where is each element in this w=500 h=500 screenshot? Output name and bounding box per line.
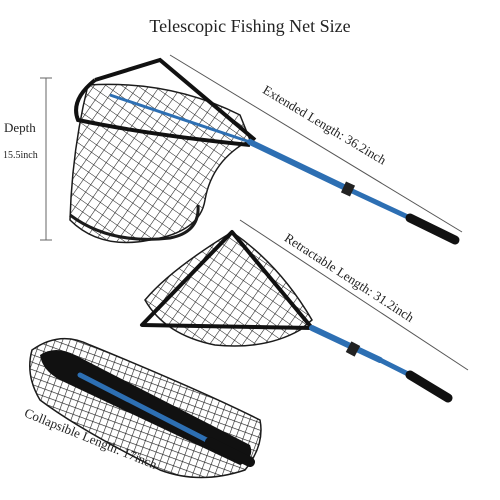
- collapsed-net: [29, 337, 262, 479]
- depth-label: Depth: [4, 120, 36, 135]
- extended-net: [69, 57, 460, 245]
- retractable-length-line: [239, 219, 469, 371]
- depth-value: 15.5inch: [3, 150, 38, 161]
- image-title: Telescopic Fishing Net Size: [149, 16, 351, 36]
- extended-length-line: [169, 54, 463, 233]
- depth-bracket: [40, 77, 52, 241]
- retractable-net: [140, 230, 453, 403]
